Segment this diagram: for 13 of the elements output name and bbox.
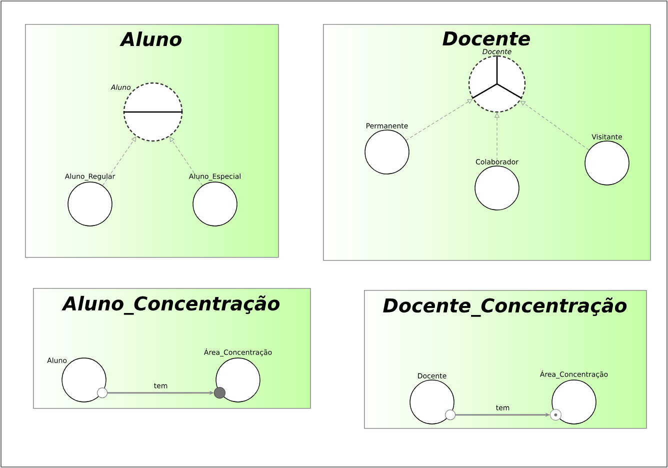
arrow [520,100,590,150]
panel [364,290,647,429]
arrow [494,112,500,166]
panel-title: Docente [442,32,530,46]
panel [33,288,311,409]
panel-title: Aluno [120,32,182,46]
panel [25,24,279,258]
panel-title: Docente_Concentração [383,298,627,317]
arrow [102,136,136,186]
arrow [170,136,203,186]
arrow [406,99,472,140]
panel-title: Aluno_Concentração [62,296,280,315]
panel [323,24,651,261]
